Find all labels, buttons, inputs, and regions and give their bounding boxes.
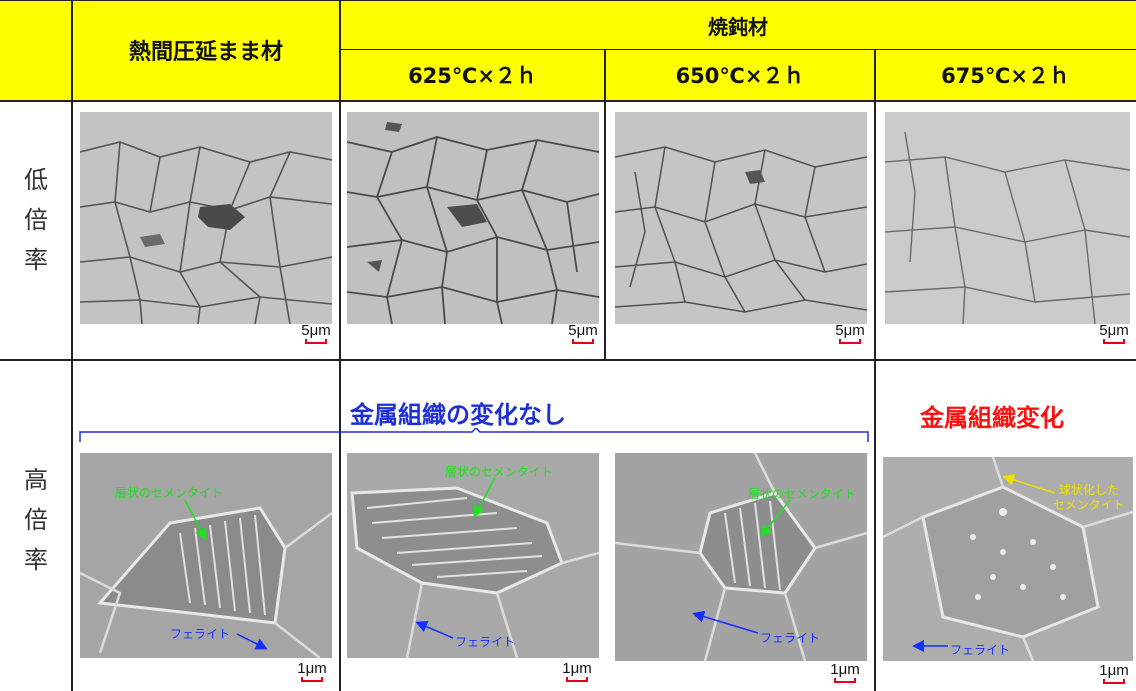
rule-top — [0, 0, 1136, 1]
scale-bar-high-3: 1μm — [825, 661, 865, 683]
scale-bar-high-4-mark — [1103, 679, 1125, 684]
label-lamellar-cementite-2-text: 層状のセメンタイト — [445, 465, 553, 479]
label-spheroidized-cementite-line2: セメンタイト — [1053, 498, 1125, 512]
row-label-high-mag-1: 高 — [24, 466, 48, 494]
scale-bar-low-4-mark — [1103, 339, 1125, 344]
label-lamellar-cementite-3-text: 層状のセメンタイト — [748, 487, 856, 501]
scale-bar-low-4: 5μm — [1094, 322, 1134, 344]
label-ferrite-4-text: フェライト — [950, 643, 1011, 657]
banner-changed-label: 金属組織変化 — [920, 404, 1064, 432]
label-lamellar-cementite-3: 層状のセメンタイト — [748, 485, 856, 502]
rule-col-3 — [604, 50, 606, 360]
header-annealed-label: 焼鈍材 — [708, 14, 768, 39]
banner-changed: 金属組織変化 — [920, 398, 1064, 433]
label-lamellar-cementite-2: 層状のセメンタイト — [445, 463, 553, 480]
label-ferrite-1-text: フェライト — [170, 627, 231, 641]
micrograph-low-625 — [347, 112, 599, 324]
brace-bracket — [79, 428, 869, 442]
scale-bar-low-2: 5μm — [563, 322, 603, 344]
scale-bar-high-3-mark — [834, 678, 856, 683]
header-hot-rolled-label: 熱間圧延まま材 — [128, 40, 283, 65]
scale-bar-high-2-label: 1μm — [562, 660, 592, 677]
header-cond-625: 625℃×２ｈ — [340, 50, 605, 100]
micrograph-high-hot-rolled — [80, 453, 332, 658]
rule-header-bottom — [0, 100, 1136, 102]
row-label-low-mag-2: 倍 — [24, 206, 48, 234]
scale-bar-low-2-mark — [572, 339, 594, 344]
label-spheroidized-cementite: 球状化した セメンタイト — [1053, 483, 1125, 513]
label-spheroidized-cementite-line1: 球状化した — [1058, 483, 1119, 497]
scale-bar-high-3-label: 1μm — [830, 661, 860, 678]
pearlite-structure — [350, 486, 599, 658]
scale-bar-low-3: 5μm — [830, 322, 870, 344]
micrograph-low-650 — [615, 112, 867, 324]
label-ferrite-2-text: フェライト — [455, 635, 516, 649]
header-cond-675-label: 675℃×２ｈ — [941, 64, 1070, 88]
scale-bar-high-1: 1μm — [292, 660, 332, 682]
scale-bar-high-1-mark — [301, 677, 323, 682]
header-cond-625-label: 625℃×２ｈ — [408, 64, 537, 88]
label-ferrite-3-text: フェライト — [760, 631, 821, 645]
grain-boundaries — [347, 122, 599, 324]
row-label-high-mag-2: 倍 — [24, 506, 48, 534]
header-hot-rolled: 熱間圧延まま材 — [72, 0, 340, 100]
label-ferrite-3: フェライト — [760, 629, 820, 646]
banner-no-change: 金属組織の変化なし — [350, 395, 566, 430]
scale-bar-high-2: 1μm — [557, 660, 597, 682]
row-label-low-mag-3: 率 — [24, 246, 48, 274]
grain-boundaries — [885, 131, 1130, 324]
grain-boundaries — [80, 141, 332, 324]
row-label-low-mag-1: 低 — [24, 166, 48, 194]
row-label-low-mag: 低 倍 率 — [0, 160, 72, 280]
spheroidized-structure — [883, 457, 1133, 661]
micrograph-low-675 — [885, 112, 1130, 324]
grain-boundaries — [615, 146, 867, 313]
banner-no-change-label: 金属組織の変化なし — [350, 401, 566, 429]
row-label-high-mag: 高 倍 率 — [0, 460, 72, 580]
rule-header-mid — [340, 49, 1136, 50]
scale-bar-high-4: 1μm — [1094, 662, 1134, 684]
header-cond-675: 675℃×２ｈ — [875, 50, 1136, 100]
header-annealed: 焼鈍材 — [340, 0, 1136, 50]
scale-bar-low-3-mark — [839, 339, 861, 344]
scale-bar-low-1-label: 5μm — [301, 322, 331, 339]
header-cond-650: 650℃×２ｈ — [605, 50, 875, 100]
scale-bar-low-2-label: 5μm — [568, 322, 598, 339]
rule-col-1 — [71, 0, 73, 691]
header-corner — [0, 0, 72, 100]
label-lamellar-cementite-1-text: 層状のセメンタイト — [115, 486, 223, 500]
scale-bar-high-2-mark — [566, 677, 588, 682]
row-label-high-mag-3: 率 — [24, 546, 48, 574]
label-ferrite-1: フェライト — [170, 625, 230, 642]
label-ferrite-4: フェライト — [950, 641, 1010, 658]
micrograph-low-hot-rolled — [80, 112, 332, 324]
scale-bar-low-1: 5μm — [296, 322, 336, 344]
header-cond-650-label: 650℃×２ｈ — [675, 64, 805, 88]
pearlite-structure — [80, 506, 332, 658]
label-lamellar-cementite-1: 層状のセメンタイト — [115, 484, 223, 501]
scale-bar-low-1-mark — [305, 339, 327, 344]
scale-bar-high-1-label: 1μm — [297, 660, 327, 677]
micrograph-high-625 — [347, 453, 599, 658]
rule-col-4 — [874, 50, 876, 691]
scale-bar-low-4-label: 5μm — [1099, 322, 1129, 339]
scale-bar-low-3-label: 5μm — [835, 322, 865, 339]
label-ferrite-2: フェライト — [455, 633, 515, 650]
rule-row-divider — [0, 359, 1136, 361]
scale-bar-high-4-label: 1μm — [1099, 662, 1129, 679]
micrograph-high-675 — [883, 457, 1133, 661]
rule-col-2 — [339, 0, 341, 691]
